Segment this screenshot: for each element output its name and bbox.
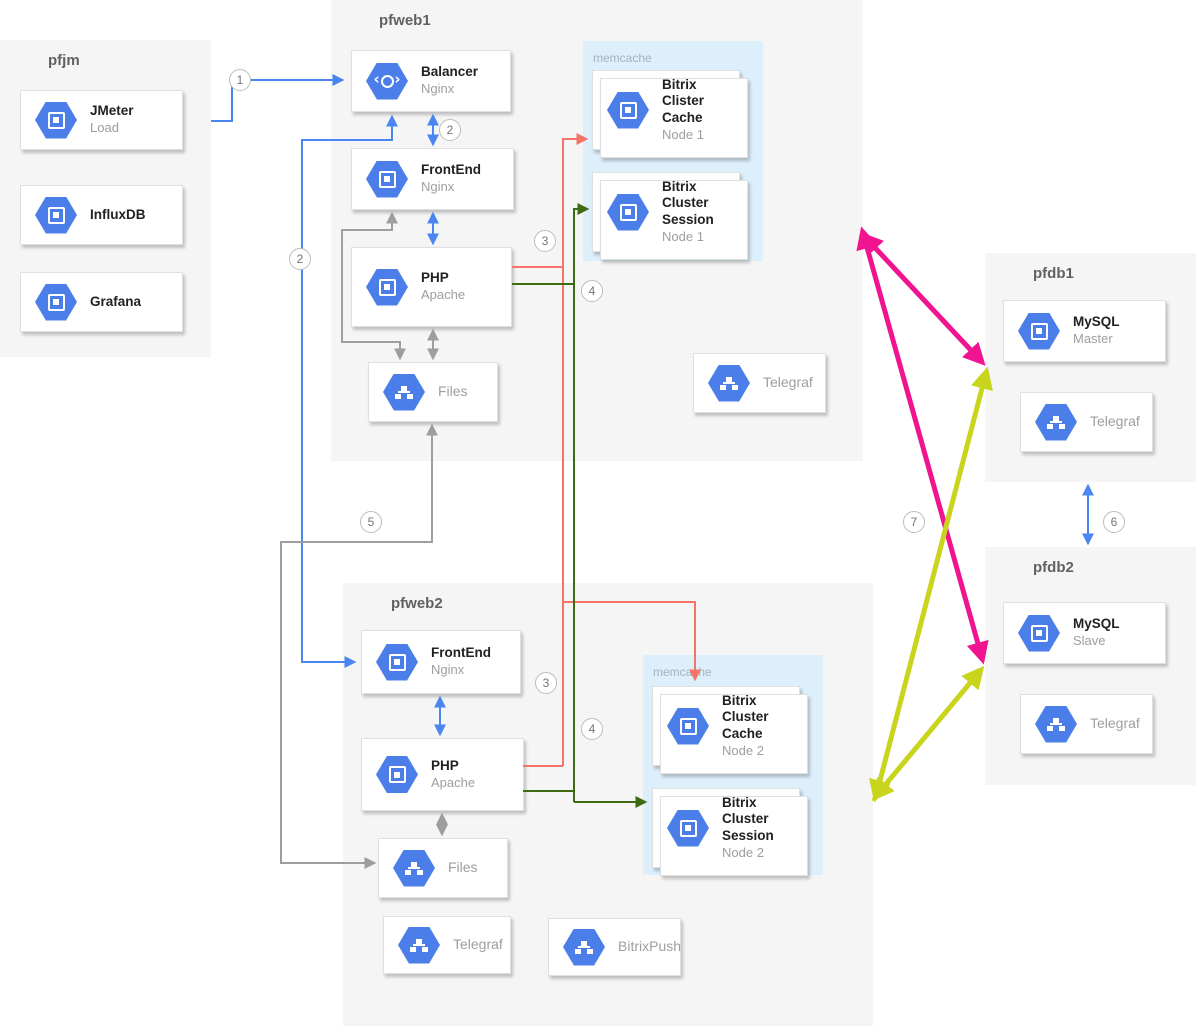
step-badge-3-pfweb1: 3 (534, 230, 556, 252)
node-title: Balancer (421, 64, 479, 80)
compute-icon (35, 101, 77, 139)
network-icon (1035, 403, 1077, 441)
node-title: FrontEnd (421, 162, 481, 178)
node-bitrix-cluster-cache-1[interactable]: Bitrix Clister Cache Node 1 (592, 70, 748, 158)
node-telegraf-pfweb1[interactable]: Telegraf (693, 353, 826, 413)
arrow-pfweb2-mysql-slave (871, 665, 985, 802)
compute-icon (1018, 614, 1060, 652)
step-badge-6: 6 (1103, 511, 1125, 533)
node-subtitle: Nginx (431, 662, 465, 678)
node-title: BitrixPush (618, 938, 682, 955)
arrow-pfweb2-mysql-master (869, 366, 993, 803)
compute-icon (35, 283, 77, 321)
group-title-pfweb2: pfweb2 (391, 595, 443, 612)
node-php2[interactable]: PHP Apache (361, 738, 524, 811)
node-frontend1[interactable]: FrontEnd Nginx (351, 148, 514, 210)
node-mysql-master[interactable]: MySQL Master (1003, 300, 1166, 362)
node-title: FrontEnd (431, 645, 491, 661)
node-title: Bitrix Cluster Session (722, 794, 774, 844)
node-subtitle: Master (1073, 331, 1113, 347)
node-subtitle: Load (90, 120, 119, 136)
node-title: Files (438, 383, 468, 400)
node-subtitle: Node 2 (722, 845, 764, 861)
node-subtitle: Node 1 (662, 127, 704, 143)
step-badge-2-side: 2 (289, 248, 311, 270)
node-php1[interactable]: PHP Apache (351, 247, 512, 327)
node-title: JMeter (90, 103, 134, 119)
group-title-memcache-1: memcache (593, 51, 652, 65)
group-title-pfdb1: pfdb1 (1033, 265, 1074, 282)
node-title: Telegraf (1090, 413, 1140, 430)
step-badge-1: 1 (229, 69, 251, 91)
step-badge-7: 7 (903, 511, 925, 533)
node-bitrix-cluster-session-1[interactable]: Bitrix Cluster Session Node 1 (592, 172, 748, 260)
compute-icon (1018, 312, 1060, 350)
node-influxdb[interactable]: InfluxDB (20, 185, 183, 245)
network-icon (708, 364, 750, 402)
node-telegraf-pfdb2[interactable]: Telegraf (1020, 694, 1153, 754)
step-badge-4-pfweb1: 4 (581, 280, 603, 302)
node-files1[interactable]: Files (368, 362, 498, 422)
compute-icon (667, 809, 709, 847)
node-title: PHP (431, 757, 459, 773)
node-frontend2[interactable]: FrontEnd Nginx (361, 630, 521, 694)
node-bitrix-cluster-cache-2[interactable]: Bitrix Cluster Cache Node 2 (652, 686, 808, 774)
step-badge-4-pfweb2: 4 (581, 718, 603, 740)
node-subtitle: Apache (421, 287, 466, 303)
step-badge-2-top: 2 (439, 119, 461, 141)
node-mysql-slave[interactable]: MySQL Slave (1003, 602, 1166, 664)
node-files2[interactable]: Files (378, 838, 508, 898)
node-title: PHP (421, 270, 449, 286)
compute-icon (366, 160, 408, 198)
node-title: Bitrix Clister Cache (662, 76, 705, 126)
compute-icon (376, 643, 418, 681)
node-subtitle: Nginx (421, 81, 455, 97)
node-title: Telegraf (1090, 715, 1140, 732)
group-title-pfjm: pfjm (48, 52, 80, 69)
node-title: Bitrix Cluster Cache (722, 692, 769, 742)
compute-icon (366, 268, 408, 306)
node-subtitle: Node 2 (722, 743, 764, 759)
node-title: Bitrix Cluster Session (662, 178, 714, 228)
arrow-pfweb1-mysql-master (860, 232, 986, 366)
network-icon (393, 849, 435, 887)
arrow-pfweb1-mysql-slave (856, 226, 989, 665)
step-badge-5: 5 (360, 511, 382, 533)
group-title-memcache-2: memcache (653, 665, 712, 679)
network-icon (1035, 705, 1077, 743)
node-subtitle: Slave (1073, 633, 1106, 649)
node-title: Telegraf (453, 936, 503, 953)
compute-icon (35, 196, 77, 234)
node-telegraf-pfdb1[interactable]: Telegraf (1020, 392, 1153, 452)
compute-icon (607, 91, 649, 129)
node-subtitle: Nginx (421, 179, 455, 195)
node-subtitle: Node 1 (662, 229, 704, 245)
node-title: Telegraf (763, 374, 813, 391)
network-icon (563, 928, 605, 966)
node-telegraf-pfweb2[interactable]: Telegraf (383, 916, 511, 974)
node-balancer[interactable]: Balancer Nginx (351, 50, 511, 112)
node-title: MySQL (1073, 616, 1120, 632)
node-title: MySQL (1073, 314, 1120, 330)
node-bitrixpush[interactable]: BitrixPush (548, 918, 681, 976)
step-badge-3-pfweb2: 3 (535, 672, 557, 694)
node-subtitle: Apache (431, 774, 476, 790)
node-title: Files (448, 859, 478, 876)
network-icon (398, 926, 440, 964)
network-icon (383, 373, 425, 411)
node-grafana[interactable]: Grafana (20, 272, 183, 332)
group-title-pfweb1: pfweb1 (379, 12, 431, 29)
node-bitrix-cluster-session-2[interactable]: Bitrix Cluster Session Node 2 (652, 788, 808, 876)
compute-icon (376, 756, 418, 793)
node-jmeter[interactable]: JMeter Load (20, 90, 183, 150)
node-title: InfluxDB (90, 206, 146, 222)
load-balancer-icon (366, 62, 408, 100)
compute-icon (607, 193, 649, 231)
compute-icon (667, 707, 709, 745)
group-title-pfdb2: pfdb2 (1033, 559, 1074, 576)
node-title: Grafana (90, 293, 142, 309)
